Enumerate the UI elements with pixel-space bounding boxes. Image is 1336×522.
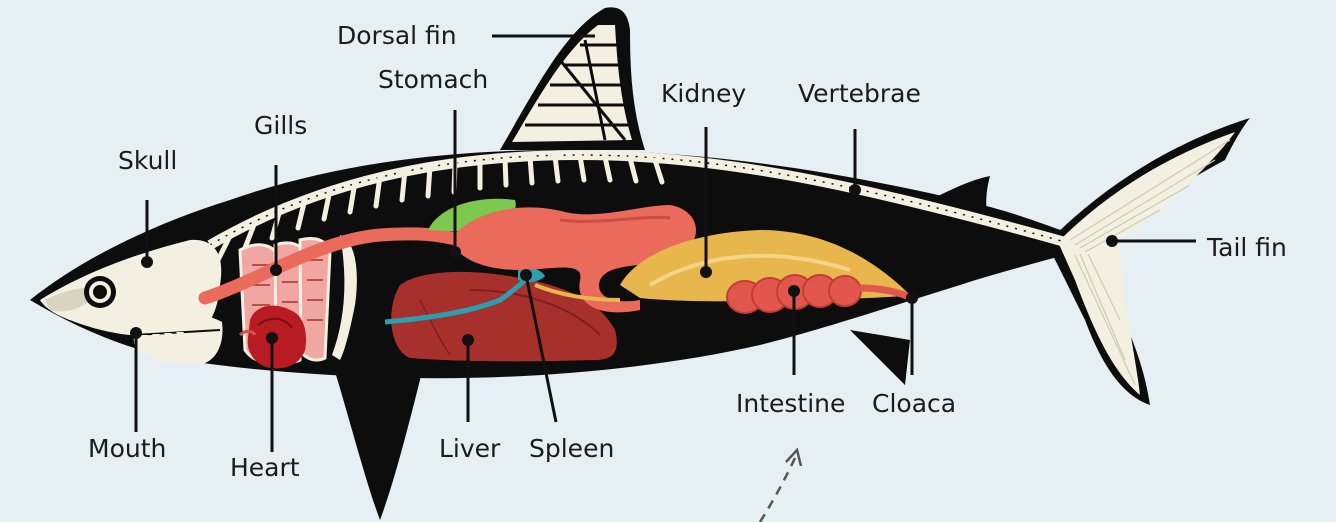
label-stomach: Stomach bbox=[378, 67, 488, 92]
label-gills: Gills bbox=[254, 113, 307, 138]
label-tail-fin: Tail fin bbox=[1207, 235, 1287, 260]
pelvic-fin bbox=[850, 330, 910, 385]
label-spleen: Spleen bbox=[529, 436, 614, 461]
dashed-arrow bbox=[760, 458, 795, 522]
label-intestine: Intestine bbox=[736, 391, 845, 416]
label-kidney: Kidney bbox=[661, 81, 746, 106]
label-mouth: Mouth bbox=[88, 436, 166, 461]
dorsal-fin bbox=[500, 7, 645, 150]
label-vertebrae: Vertebrae bbox=[798, 81, 921, 106]
label-cloaca: Cloaca bbox=[872, 391, 956, 416]
pectoral-fin bbox=[330, 355, 425, 520]
label-dorsal-fin: Dorsal fin bbox=[337, 23, 457, 48]
label-liver: Liver bbox=[439, 436, 500, 461]
label-heart: Heart bbox=[230, 455, 300, 480]
label-skull: Skull bbox=[118, 148, 177, 173]
